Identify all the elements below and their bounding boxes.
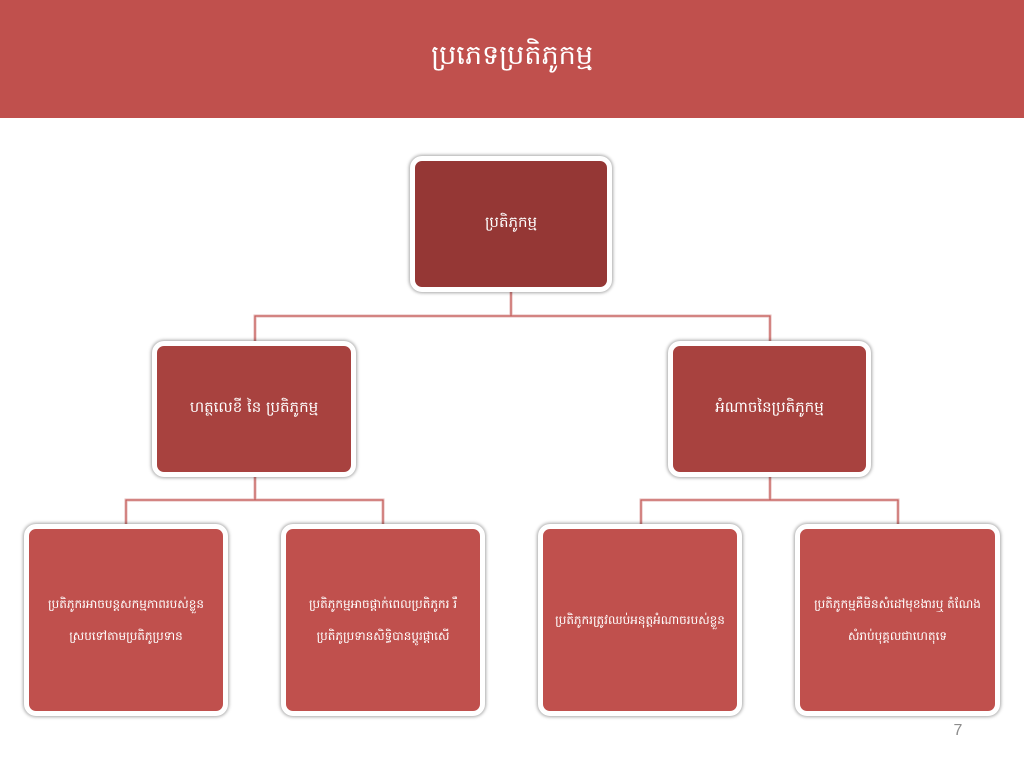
connector-left-branch-to-children bbox=[124, 475, 385, 526]
title-bar: ប្រភេទប្រតិភូកម្ម bbox=[0, 0, 1024, 118]
leaf-node-line: ប្រតិភូកម្មអាចផ្តាក់ពេលប្រតិភូករ រឺ bbox=[308, 597, 458, 611]
diagram-branch-node-left: ហត្ថលេខី នៃ ប្រតិភូកម្ម bbox=[152, 341, 356, 477]
branch-node-label: ហត្ថលេខី នៃ ប្រតិភូកម្ម bbox=[189, 398, 319, 416]
diagram-leaf-node-1: ប្រតិភូករអាចបន្តសកម្មភាពរបស់ខ្លួន ស្របទៅ… bbox=[24, 524, 228, 716]
slide-title: ប្រភេទប្រតិភូកម្ម bbox=[431, 39, 593, 71]
diagram-root-node: ប្រតិភូកម្ម bbox=[410, 156, 612, 292]
diagram-leaf-node-4: ប្រតិភូកម្មគឺមិនសំដៅមុខងារឬ តំណែង សំរាប់… bbox=[795, 524, 1000, 716]
leaf-node-line: ប្រតិភូករអាចបន្តសកម្មភាពរបស់ខ្លួន bbox=[48, 597, 204, 611]
page-number: 7 bbox=[953, 722, 963, 739]
leaf-node-line: ស្របទៅតាមប្រតិភូប្រទាន bbox=[69, 629, 183, 643]
connector-root-to-level2 bbox=[253, 290, 772, 343]
connector-right-branch-to-children bbox=[639, 475, 900, 526]
root-node-label: ប្រតិភូកម្ម bbox=[484, 213, 538, 231]
leaf-node-line: សំរាប់បុគ្គលជាហេតុទេ bbox=[847, 629, 948, 643]
branch-node-label: អំណាចនៃប្រតិភូកម្ម bbox=[715, 398, 824, 416]
diagram-leaf-node-2: ប្រតិភូកម្មអាចផ្តាក់ពេលប្រតិភូករ រឺ ប្រត… bbox=[281, 524, 485, 716]
diagram-leaf-node-3: ប្រតិភូករត្រូវឈប់អនុត្តអំណាចរបស់ខ្លួន bbox=[538, 524, 742, 716]
leaf-node-line: ប្រតិភូប្រទានសិទ្ធិបានប្តូរផ្តាសើ bbox=[316, 629, 450, 643]
leaf-node-line: ប្រតិភូករត្រូវឈប់អនុត្តអំណាចរបស់ខ្លួន bbox=[555, 613, 725, 627]
diagram-branch-node-right: អំណាចនៃប្រតិភូកម្ម bbox=[668, 341, 871, 477]
leaf-node-line: ប្រតិភូកម្មគឺមិនសំដៅមុខងារឬ តំណែង bbox=[814, 597, 981, 611]
